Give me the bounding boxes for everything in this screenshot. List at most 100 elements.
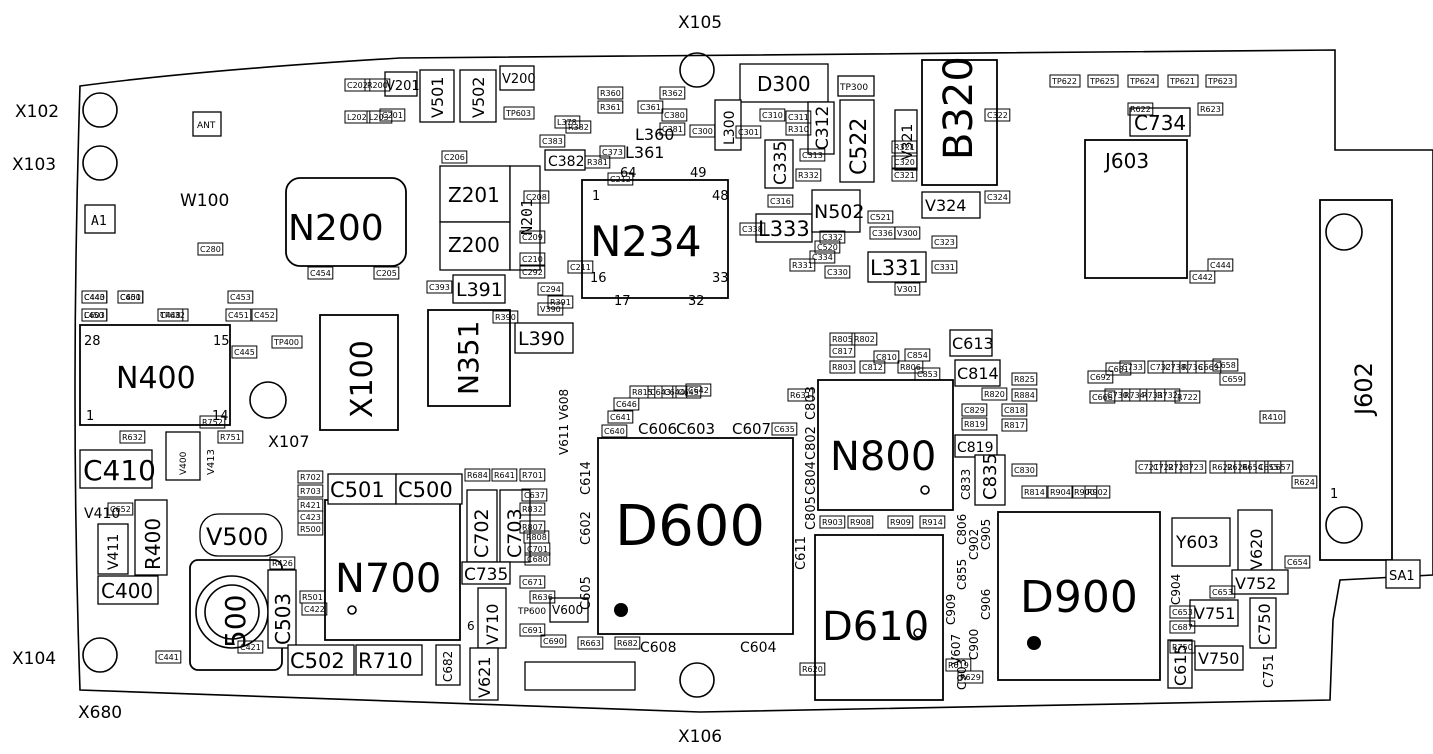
tiny-part-label: C520 <box>817 243 838 252</box>
tiny-part-r832: R832 <box>519 502 546 516</box>
tiny-part-label: C331 <box>934 263 955 272</box>
tiny-part-label: C453 <box>230 293 251 302</box>
pin-32: 32 <box>688 294 705 309</box>
tiny-part-r900: R900 <box>1071 485 1098 499</box>
label-v752: V752 <box>1235 574 1276 593</box>
label-v607: V607 <box>949 634 963 665</box>
tiny-part-label: C320 <box>894 158 915 167</box>
chip-n200 <box>285 177 407 267</box>
tiny-part-c294: C294 <box>537 282 564 296</box>
tiny-part-label: C324 <box>987 193 1008 202</box>
tiny-part-label: C732 <box>1150 363 1171 372</box>
label-v324: V324 <box>925 196 966 215</box>
tiny-part-r200: R200 <box>364 78 391 92</box>
tiny-part-r806: R806 <box>897 360 924 374</box>
pin-17: 17 <box>614 294 631 309</box>
tiny-part-label: R736 <box>1182 363 1203 372</box>
chip-n800 <box>817 379 954 511</box>
tiny-part-label: R682 <box>617 639 638 648</box>
tiny-part-label: C645 <box>678 388 699 397</box>
tiny-part-label: R426 <box>272 559 293 568</box>
tiny-part-c520: C520 <box>814 240 841 254</box>
pin-16: 16 <box>590 271 607 286</box>
label-c835: C835 <box>980 453 1001 500</box>
chip-d900 <box>997 511 1161 681</box>
tiny-part-label: L378 <box>557 118 577 127</box>
tiny-part-label: R825 <box>1014 375 1035 384</box>
tiny-part-c331: C331 <box>931 260 958 274</box>
tiny-part-c210: C210 <box>519 252 546 266</box>
tiny-part-r381: R381 <box>584 155 611 169</box>
tiny-part-r426: R426 <box>269 556 296 570</box>
tiny-part-label: R807 <box>522 523 543 532</box>
tiny-part-c323: C323 <box>931 235 958 249</box>
label-c502: C502 <box>290 649 345 673</box>
tiny-part-c653: C653 <box>1209 585 1236 599</box>
label-v500: V500 <box>206 523 268 551</box>
label-n700: N700 <box>335 556 441 602</box>
label-c900: C900 <box>967 629 981 660</box>
tiny-part-label: R624 <box>1294 478 1315 487</box>
label-d600: D600 <box>615 494 765 559</box>
tiny-part-label: R391 <box>550 298 571 307</box>
tiny-part-c817: C817 <box>829 344 856 358</box>
label-c602: C602 <box>579 511 594 545</box>
tiny-part-label: C810 <box>876 353 897 362</box>
tiny-part-c644: C644 <box>661 385 688 399</box>
tiny-part-label: C654 <box>1287 558 1308 567</box>
tiny-part-label: R806 <box>900 363 921 372</box>
label-v321: V321 <box>900 124 916 160</box>
tiny-part-label: C521 <box>870 213 891 222</box>
tiny-part-r902: R902 <box>1084 485 1111 499</box>
label-c909: C909 <box>944 594 958 625</box>
label-c382: C382 <box>548 154 585 170</box>
tiny-part-c336: C336 <box>869 226 896 240</box>
label-n351: N351 <box>452 321 485 395</box>
tiny-part-c635: C635 <box>771 422 798 436</box>
tiny-part-label: C818 <box>1004 406 1025 415</box>
tiny-part-label: C280 <box>200 245 221 254</box>
tiny-part-c818: C818 <box>1001 403 1028 417</box>
tiny-part-c300: C300 <box>689 124 716 138</box>
tiny-part-label: C829 <box>964 406 985 415</box>
tiny-part-r817: R817 <box>1001 418 1028 432</box>
tiny-part-tp622: TP622 <box>1049 74 1081 88</box>
tiny-part-r702: R702 <box>297 470 324 484</box>
label-y603: Y603 <box>1175 533 1219 553</box>
tiny-part-c393: C393 <box>426 280 453 294</box>
chip-b320 <box>921 59 998 186</box>
label-sa1: SA1 <box>1389 569 1415 584</box>
tiny-part-r619: R619 <box>945 658 972 672</box>
tiny-part-label: R722 <box>1177 393 1198 402</box>
chip-n234 <box>581 179 729 299</box>
tiny-part-c421: C421 <box>237 640 264 654</box>
tiny-part-c313: C313 <box>799 148 826 162</box>
tiny-part-c640: C640 <box>601 424 628 438</box>
tiny-part-label: C206 <box>444 153 465 162</box>
tiny-part-label: C294 <box>540 285 561 294</box>
tiny-part-label: L450 <box>84 311 104 320</box>
tiny-part-label: R629 <box>960 673 981 682</box>
tiny-part-tp603: TP603 <box>503 106 535 120</box>
tiny-part-label: C454 <box>310 269 331 278</box>
tiny-part-label: C202 <box>347 81 368 90</box>
tiny-part-label: C646 <box>616 400 637 409</box>
tiny-part-r636: R636 <box>529 590 556 604</box>
label-c751: C751 <box>1262 654 1277 688</box>
tiny-part-label: R360 <box>600 89 621 98</box>
tiny-part-l203: L203 <box>366 110 393 124</box>
label-v751: V751 <box>1194 604 1235 623</box>
label-ant: ANT <box>197 121 216 131</box>
label-c905: C905 <box>979 519 993 550</box>
tiny-part-r752: R752 <box>199 415 226 429</box>
chip-n351 <box>427 309 511 407</box>
pin-j602-1: 1 <box>1330 487 1338 502</box>
tiny-part-r802: R802 <box>851 332 878 346</box>
tiny-part-label: C642 <box>688 386 709 395</box>
tiny-part-c681: C681 <box>1105 362 1132 376</box>
tiny-part-label: C640 <box>604 427 625 436</box>
label-c904: C904 <box>1169 574 1183 605</box>
label-n800: N800 <box>830 434 936 480</box>
tiny-part-label: R622 <box>1130 105 1151 114</box>
